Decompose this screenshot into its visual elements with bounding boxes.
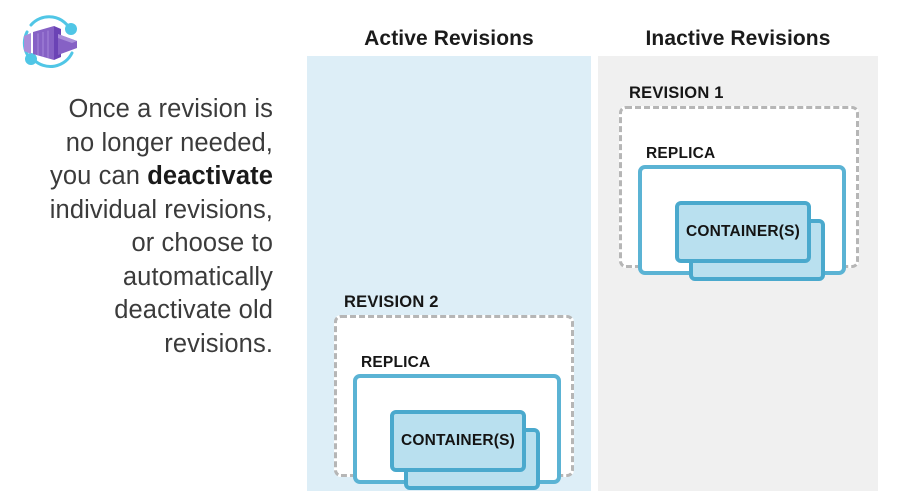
container-stack-2: CONTAINER(S) xyxy=(390,410,540,490)
container-stack-1: CONTAINER(S) xyxy=(675,201,825,281)
revision-group-1: REVISION 1 REPLICA CONTAINER(S) xyxy=(619,84,859,281)
container-card-front-1: CONTAINER(S) xyxy=(675,201,811,263)
replica-1: REPLICA CONTAINER(S) xyxy=(638,145,846,281)
replica-2-label: REPLICA xyxy=(361,354,431,371)
container-1-label: CONTAINER(S) xyxy=(685,223,801,240)
caption-line-1: Once a revision is xyxy=(68,95,273,123)
replica-1-label: REPLICA xyxy=(646,145,716,162)
caption-line-8: revisions. xyxy=(164,329,273,358)
active-revisions-panel: REVISION 2 REPLICA CONTAINER(S) xyxy=(307,56,591,491)
azure-container-apps-logo xyxy=(14,12,86,74)
caption-line-7: deactivate old xyxy=(114,296,273,324)
caption-line-2: no longer needed, xyxy=(65,128,273,157)
inactive-revisions-heading: Inactive Revisions xyxy=(645,27,831,50)
container-2-label: CONTAINER(S) xyxy=(400,432,516,449)
caption-text: Once a revision is no longer needed, you… xyxy=(8,93,273,361)
revision-2-label: REVISION 2 xyxy=(344,293,439,311)
caption-line-4: individual revisions, xyxy=(49,195,273,224)
caption-line-6: automatically xyxy=(122,262,273,291)
caption-emphasis-deactivate: deactivate xyxy=(147,162,273,190)
replica-1-box: CONTAINER(S) xyxy=(638,165,846,281)
active-revisions-heading: Active Revisions xyxy=(364,27,534,50)
revision-1-label: REVISION 1 xyxy=(629,84,724,102)
replica-2-box: CONTAINER(S) xyxy=(353,374,561,490)
caption-line-5: or choose to xyxy=(131,229,273,257)
inactive-revisions-panel: REVISION 1 REPLICA CONTAINER(S) xyxy=(598,56,878,491)
caption-line-3-prefix: you can xyxy=(50,162,148,190)
revision-2-boundary: REPLICA CONTAINER(S) xyxy=(334,315,574,490)
container-card-front-2: CONTAINER(S) xyxy=(390,410,526,472)
revision-1-boundary: REPLICA CONTAINER(S) xyxy=(619,106,859,281)
replica-2: REPLICA CONTAINER(S) xyxy=(353,354,561,490)
revision-group-2: REVISION 2 REPLICA CONTAINER(S) xyxy=(334,293,574,490)
